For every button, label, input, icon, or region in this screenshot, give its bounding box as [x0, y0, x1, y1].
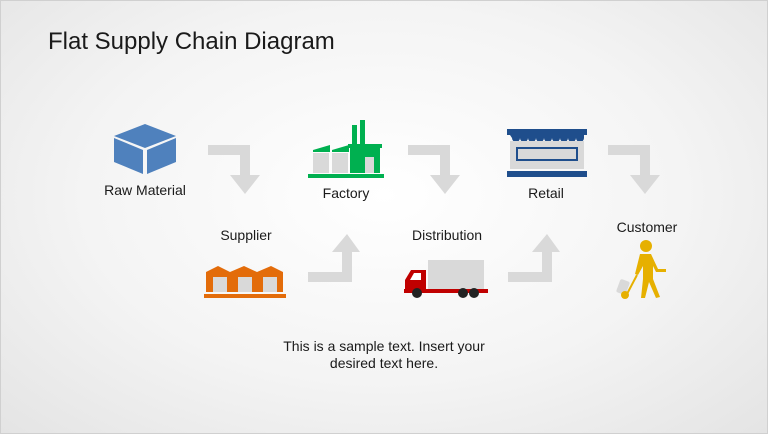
- box-icon: [114, 124, 176, 174]
- person-with-luggage-icon: [616, 240, 666, 299]
- flow-arrow-up-icon: [308, 234, 360, 282]
- flow-arrow-up-icon: [508, 234, 560, 282]
- factory-icon: [308, 120, 384, 178]
- step-label-customer: Customer: [616, 219, 678, 235]
- step-label-raw-material: Raw Material: [104, 182, 186, 198]
- sample-text: This is a sample text. Insert your desir…: [283, 338, 485, 372]
- truck-icon: [404, 260, 488, 298]
- flow-arrow-down-icon: [608, 145, 660, 194]
- step-label-distribution: Distribution: [411, 227, 483, 243]
- step-label-retail: Retail: [528, 185, 564, 201]
- sample-text-line-1: This is a sample text. Insert your: [283, 338, 485, 354]
- flow-arrow-down-icon: [208, 145, 260, 194]
- flow-arrow-down-icon: [408, 145, 460, 194]
- step-label-supplier: Supplier: [220, 227, 272, 243]
- slide-title: Flat Supply Chain Diagram: [48, 28, 335, 55]
- step-label-factory: Factory: [322, 185, 370, 201]
- store-icon: [507, 129, 587, 177]
- warehouse-icon: [204, 266, 286, 298]
- sample-text-line-2: desired text here.: [329, 355, 439, 371]
